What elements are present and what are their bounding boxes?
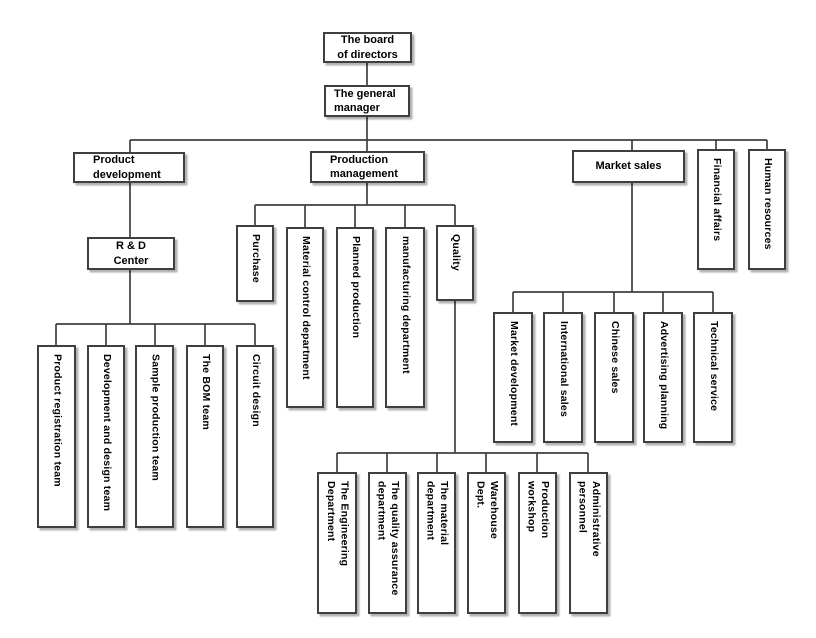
node-label: Development and design team [100,354,113,512]
node-development-and-design-team: Development and design team [87,345,125,528]
node-circuit-design: Circuit design [236,345,274,528]
node-label: International sales [557,321,570,417]
node-material-control-department: Material control department [286,227,324,408]
node-label: Warehouse Dept. [474,481,501,540]
node-engineering-department: The Engineering Department [317,472,357,614]
node-label: Human resources [761,158,774,250]
node-board-of-directors: The board of directors [323,32,412,63]
node-planned-production: Planned production [336,227,374,408]
node-human-resources: Human resources [748,149,786,270]
node-label: Planned production [349,236,362,339]
node-label: Financial affairs [710,158,723,242]
node-sample-production-team: Sample production team [135,345,174,528]
node-purchase: Purchase [236,225,274,302]
node-label: Production workshop [525,481,552,539]
node-bom-team: The BOM team [186,345,224,528]
node-label: Chinese sales [608,321,621,394]
node-manufacturing-department: manufacturing department [385,227,425,408]
node-administrative-personnel: Administrative personnel [569,472,608,614]
node-label: Technical service [707,321,720,412]
node-label: Circuit design [249,354,262,427]
node-label: The Engineering Department [325,481,351,567]
node-production-management: Production management [310,151,425,183]
node-label: Purchase [249,234,262,283]
node-production-workshop: Production workshop [518,472,557,614]
node-advertising-planning: Advertising planning [643,312,683,443]
node-chinese-sales: Chinese sales [594,312,634,443]
node-label: Advertising planning [657,321,670,430]
node-rd-center: R & D Center [87,237,175,270]
node-market-sales: Market sales [572,150,685,183]
node-label: The quality assurance department [375,481,402,596]
node-label: Material control department [299,236,312,380]
node-quality-assurance-department: The quality assurance department [368,472,407,614]
node-label: The BOM team [199,354,212,430]
node-label: Sample production team [149,354,162,481]
node-material-department: The material department [417,472,456,614]
node-label: Product registration team [51,354,64,487]
node-international-sales: International sales [543,312,583,443]
node-label: Market development [507,321,520,427]
node-general-manager: The general manager [324,85,410,117]
node-label: manufacturing department [399,236,412,374]
node-technical-service: Technical service [693,312,733,443]
node-quality: Quality [436,225,474,301]
node-product-registration-team: Product registration team [37,345,76,528]
node-warehouse-dept: Warehouse Dept. [467,472,506,614]
node-financial-affairs: Financial affairs [697,149,735,270]
node-label: Quality [449,234,462,271]
node-label: Administrative personnel [576,481,603,557]
node-label: The material department [424,481,451,546]
node-product-development: Product development [73,152,185,183]
node-market-development: Market development [493,312,533,443]
